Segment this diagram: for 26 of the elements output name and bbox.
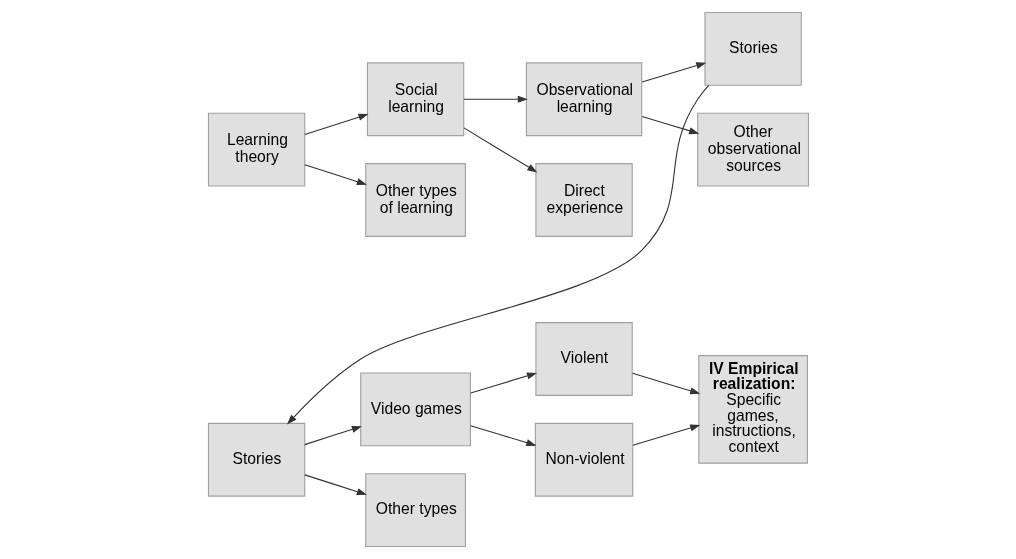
node-box: Observational learning bbox=[525, 62, 642, 137]
arrow bbox=[462, 95, 528, 103]
node-box: Direct experience bbox=[534, 163, 633, 237]
node-box: Violent bbox=[534, 322, 633, 396]
arrow bbox=[641, 62, 706, 83]
arrow bbox=[462, 127, 537, 173]
arrow bbox=[469, 372, 537, 394]
arrow bbox=[303, 426, 362, 446]
arrow bbox=[303, 474, 367, 496]
node-box: Other types bbox=[364, 473, 466, 548]
node-box: Learning theory bbox=[207, 112, 305, 187]
node-box: Stories bbox=[207, 422, 305, 497]
node-box: Stories bbox=[703, 11, 802, 86]
arrow bbox=[303, 164, 367, 185]
arrow bbox=[641, 115, 699, 135]
node-box: Other observational sources bbox=[696, 112, 809, 187]
arrow bbox=[631, 372, 700, 395]
arrow bbox=[303, 113, 369, 136]
node-box: Non-violent bbox=[534, 422, 633, 497]
node-box: Other types of learning bbox=[364, 163, 466, 237]
node-box: Video games bbox=[359, 372, 471, 447]
arrow bbox=[469, 425, 536, 447]
arrow bbox=[286, 84, 709, 425]
arrow bbox=[631, 424, 700, 446]
node-box: Social learning bbox=[366, 62, 464, 137]
node-box: IV Empirical realization: Specific games, instructions, context bbox=[697, 355, 808, 464]
